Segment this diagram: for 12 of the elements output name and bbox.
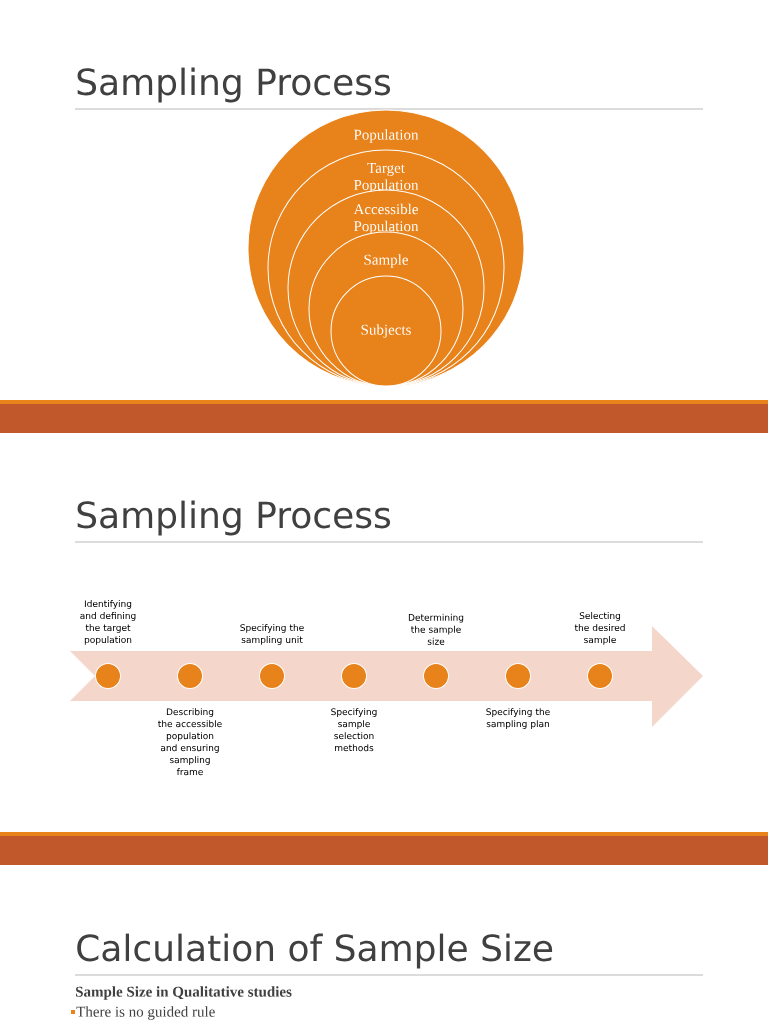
step-label: Selecting the desired sample [574,612,625,645]
slide-title: Sampling Process [77,500,391,536]
step-label: Identifying and defining the target population [80,600,136,645]
step-label: Describing the accessible population and ensuring sampling frame [158,708,222,776]
step-label: Determining the sample size [408,613,464,645]
step-label: Specifying the sampling plan [486,708,550,729]
slide-title: Sampling Process [77,67,391,103]
step-label: Specifying the sampling unit [240,624,304,645]
slide-title: Calculation of Sample Size [77,933,553,969]
step-label: Specifying sample selection methods [331,708,377,752]
bullet-text: There is no guided rule [76,1006,215,1020]
section-heading: Sample Size in Qualitative studies [76,986,292,1000]
